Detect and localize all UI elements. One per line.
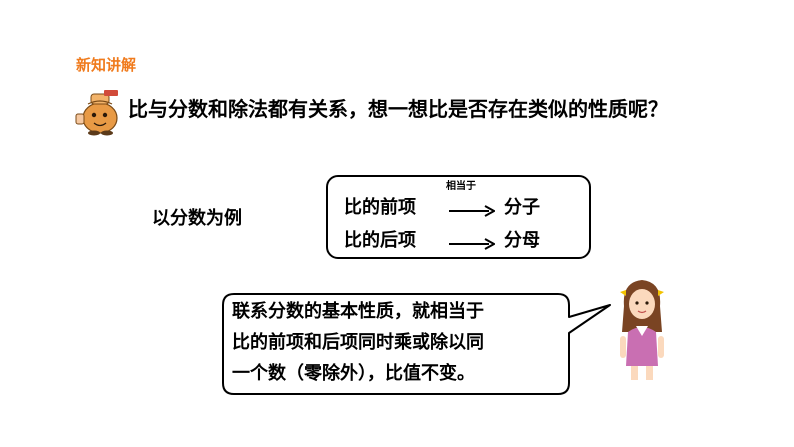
mapping-term: 比的前项 <box>344 197 416 218</box>
mapping-target: 分母 <box>504 230 540 251</box>
right-arrow-icon <box>449 234 497 255</box>
mapping-box: 比的前项 分子 比的后项 分母 <box>326 175 591 259</box>
right-arrow-icon <box>449 201 497 222</box>
question-text: 比与分数和除法都有关系，想一想比是否存在类似的性质呢？ <box>128 97 668 121</box>
mapping-term: 比的后项 <box>344 230 416 251</box>
section-header: 新知讲解 <box>76 56 137 74</box>
pot-mascot-icon <box>74 84 124 136</box>
example-label: 以分数为例 <box>152 208 242 229</box>
bubble-line: 联系分数的基本性质，就相当于 <box>232 301 484 322</box>
mapping-target: 分子 <box>504 197 540 218</box>
girl-character-icon <box>614 276 670 382</box>
bubble-text: 联系分数的基本性质，就相当于 比的前项和后项同时乘或除以同 一个数（零除外），比… <box>232 296 484 389</box>
arrow-label: 相当于 <box>446 181 476 192</box>
bubble-line: 比的前项和后项同时乘或除以同 <box>232 332 484 353</box>
speech-bubble: 联系分数的基本性质，就相当于 比的前项和后项同时乘或除以同 一个数（零除外），比… <box>222 293 611 395</box>
bubble-line: 一个数（零除外），比值不变。 <box>232 363 475 384</box>
speech-bubble-shape <box>222 293 611 395</box>
